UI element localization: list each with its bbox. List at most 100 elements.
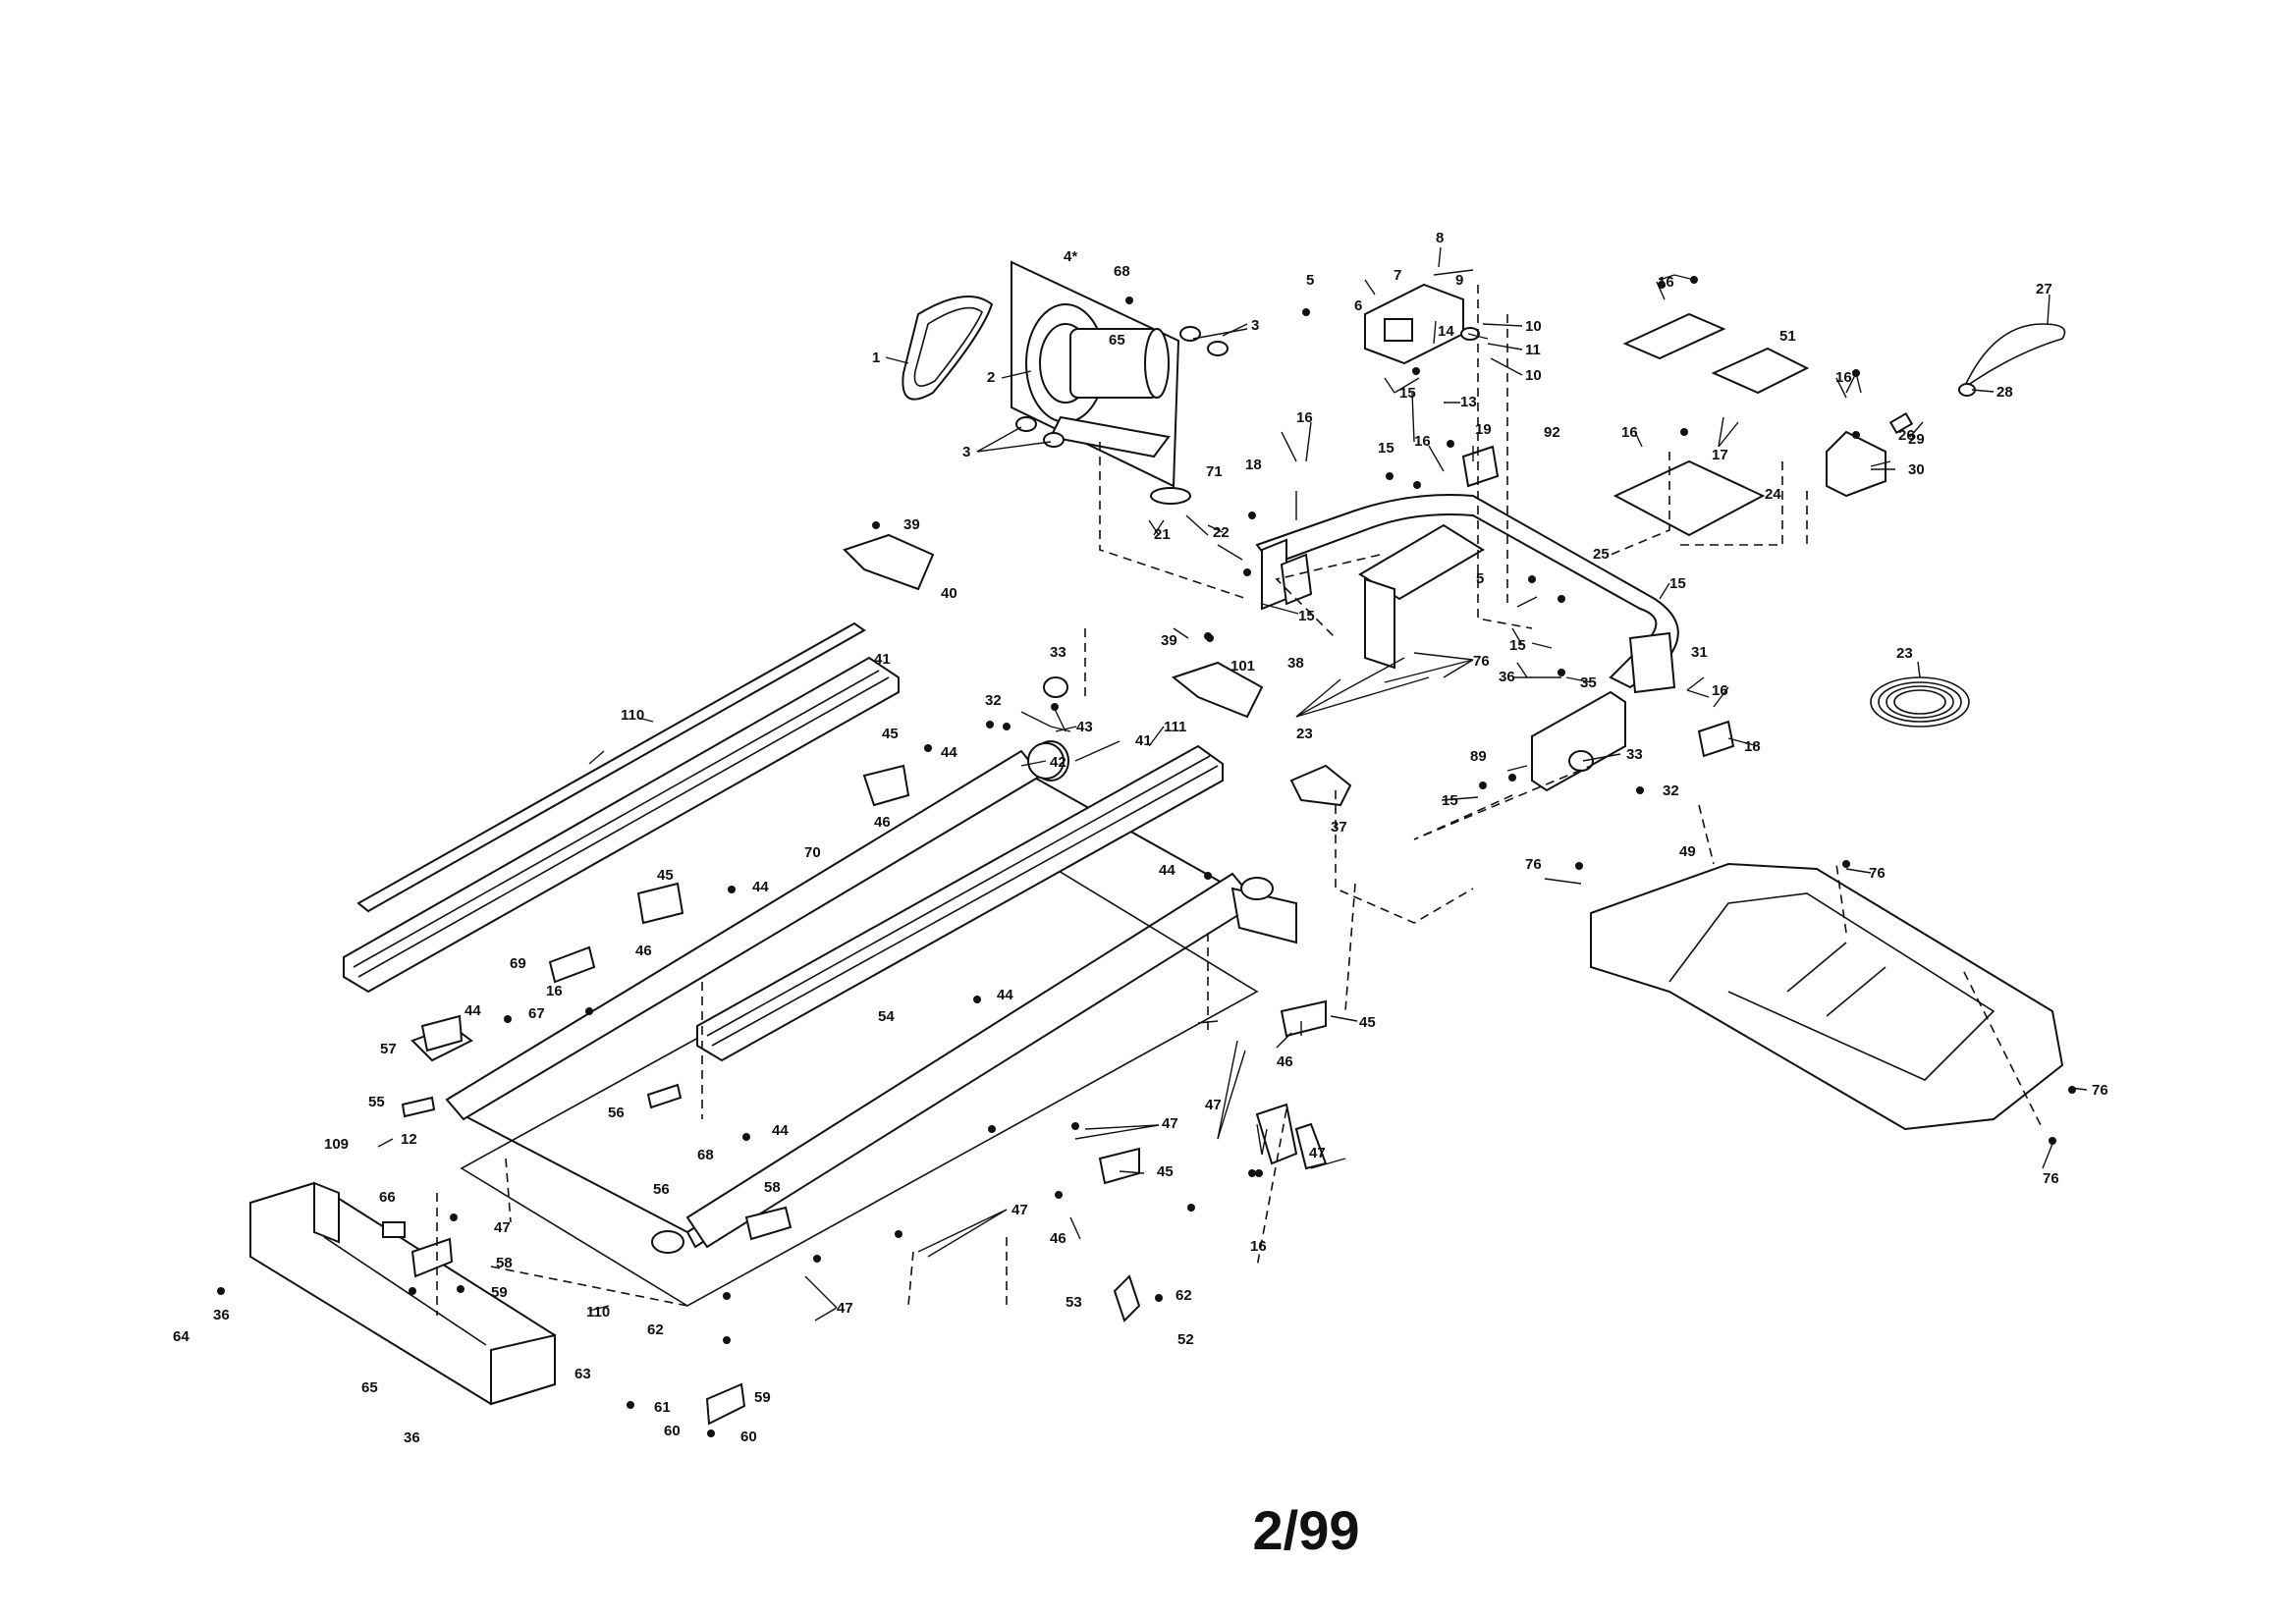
callout: 69 — [510, 955, 526, 972]
callout: 44 — [772, 1122, 789, 1139]
screw — [1155, 1294, 1163, 1302]
callout: 62 — [647, 1321, 664, 1338]
callout: 5 — [1306, 272, 1314, 289]
callout: 54 — [878, 1008, 895, 1025]
screw — [1690, 276, 1698, 284]
callout: 65 — [361, 1379, 378, 1396]
callout: 76 — [1869, 865, 1886, 882]
callout: 36 — [404, 1429, 420, 1446]
screw — [707, 1429, 715, 1437]
screw — [1658, 281, 1666, 289]
screw — [1243, 568, 1251, 576]
electronics-plate — [1613, 459, 1766, 537]
screw — [1386, 472, 1394, 480]
callout: 41 — [874, 651, 891, 668]
motor-clip — [1150, 487, 1191, 505]
callout: 110 — [586, 1304, 610, 1321]
motor-assembly — [902, 260, 1229, 505]
callout: 44 — [997, 987, 1013, 1003]
base-frame — [1255, 494, 1679, 792]
screw — [450, 1214, 458, 1221]
screw — [1412, 367, 1420, 375]
callout: 18 — [1744, 738, 1761, 755]
callout: 1 — [872, 350, 880, 366]
callout: 57 — [380, 1041, 397, 1057]
callout: 76 — [2092, 1082, 2108, 1099]
callout: 5 — [1476, 570, 1484, 587]
foot-pad — [1280, 999, 1327, 1038]
callout: 109 — [324, 1136, 349, 1153]
callout: 68 — [697, 1147, 714, 1163]
screw — [742, 1133, 750, 1141]
callout: 38 — [1287, 655, 1304, 672]
screw — [1852, 431, 1860, 439]
wheel-bracket — [1255, 1103, 1298, 1165]
end-cap-block — [420, 1014, 464, 1052]
callout: 3 — [1251, 317, 1259, 334]
callout: 46 — [1050, 1230, 1066, 1247]
screw — [457, 1285, 465, 1293]
callout: 46 — [874, 814, 891, 831]
callout: 58 — [764, 1179, 781, 1196]
callout: 70 — [804, 844, 821, 861]
callout: 8 — [1436, 230, 1444, 246]
callout: 41 — [1135, 732, 1152, 749]
screw — [1575, 862, 1583, 870]
callout: 16 — [1712, 682, 1728, 699]
screw — [1003, 723, 1011, 730]
roller-hub — [1043, 676, 1068, 698]
circuit-breaker-bracket — [1826, 430, 1886, 498]
callout: 36 — [1499, 669, 1515, 685]
callout: 76 — [1473, 653, 1490, 670]
tag — [382, 1221, 406, 1238]
screw — [973, 996, 981, 1003]
screw — [988, 1125, 996, 1133]
callout: 6 — [1354, 297, 1362, 314]
callout: 45 — [1359, 1014, 1376, 1031]
wire-harness — [1870, 676, 1970, 728]
screw — [1071, 1122, 1079, 1130]
motor-hood — [1590, 862, 2064, 1131]
callout: 35 — [1580, 674, 1597, 691]
callout: 43 — [1076, 719, 1093, 735]
callout: 16 — [1414, 433, 1431, 450]
assembly-lines — [436, 285, 2044, 1316]
callout: 66 — [379, 1189, 396, 1206]
callout: 63 — [574, 1366, 591, 1382]
screw — [1204, 632, 1212, 640]
callout: 26 — [1898, 427, 1915, 444]
screw — [728, 886, 736, 893]
clip — [401, 1096, 436, 1118]
screw — [1447, 440, 1454, 448]
motor-base — [1049, 415, 1171, 458]
isolator — [1207, 341, 1229, 356]
ground-wire — [1113, 1274, 1141, 1322]
callout: 60 — [740, 1429, 757, 1445]
callout: 27 — [2036, 281, 2052, 297]
screw — [1508, 774, 1516, 782]
callout: 56 — [608, 1105, 625, 1121]
callout: 65 — [1109, 332, 1125, 349]
screw — [813, 1255, 821, 1263]
callout: 45 — [657, 867, 674, 884]
callout: 46 — [635, 943, 652, 959]
callout: 16 — [1835, 369, 1852, 386]
screw — [1055, 1191, 1063, 1199]
callout: 40 — [941, 585, 957, 602]
callout: 49 — [1679, 843, 1696, 860]
callout: 16 — [546, 983, 563, 999]
callout: 47 — [1205, 1097, 1222, 1113]
callout: 16 — [1621, 424, 1638, 441]
screw — [2068, 1086, 2076, 1094]
cushion — [843, 533, 935, 591]
callout: 56 — [653, 1181, 670, 1198]
screw — [986, 721, 994, 728]
screw — [723, 1292, 731, 1300]
deck-assembly — [445, 740, 1297, 1307]
callout: 47 — [1162, 1115, 1178, 1132]
callout: 29 — [1908, 431, 1925, 448]
frame-riser — [1364, 577, 1395, 670]
callout: 89 — [1470, 748, 1487, 765]
callout: 33 — [1050, 644, 1066, 661]
screw — [1558, 595, 1565, 603]
